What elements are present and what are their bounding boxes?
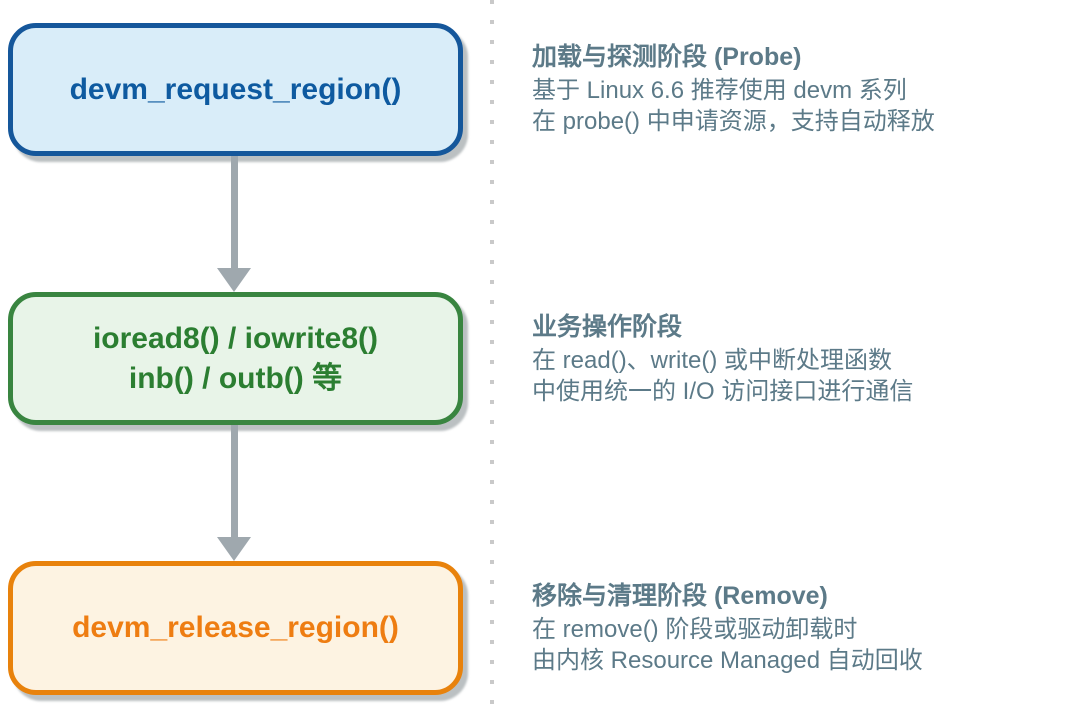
desc-block-remove: 移除与清理阶段 (Remove) 在 remove() 阶段或驱动卸载时 由内核…: [532, 581, 1072, 676]
flow-box-label: ioread8() / iowrite8(): [92, 321, 379, 355]
desc-block-probe: 加载与探测阶段 (Probe) 基于 Linux 6.6 推荐使用 devm 系…: [532, 42, 1072, 137]
arrow-head: [217, 268, 251, 292]
arrow-shaft: [230, 156, 238, 268]
flow-box-label: inb() / outb() 等: [128, 361, 343, 395]
dotted-divider-line: [490, 0, 494, 717]
desc-line: 在 read()、write() 或中断处理函数: [532, 347, 893, 374]
desc-line: 在 probe() 中申请资源，支持自动释放: [532, 108, 935, 135]
desc-line: 基于 Linux 6.6 推荐使用 devm 系列: [532, 77, 907, 104]
desc-title: 移除与清理阶段 (Remove): [532, 582, 828, 610]
flow-box-label: devm_release_region(): [72, 611, 399, 644]
desc-line: 由内核 Resource Managed 自动回收: [532, 647, 923, 674]
arrow-down-icon: [217, 156, 251, 292]
desc-title: 加载与探测阶段 (Probe): [532, 43, 802, 71]
flow-box-label: devm_request_region(): [69, 72, 402, 106]
desc-title: 业务操作阶段: [532, 313, 683, 341]
desc-block-operate: 业务操作阶段 在 read()、write() 或中断处理函数 中使用统一的 I…: [532, 312, 1072, 407]
arrow-down-icon: [217, 425, 251, 561]
desc-line: 中使用统一的 I/O 访问接口进行通信: [532, 378, 914, 405]
flow-box-io-operations: ioread8() / iowrite8() inb() / outb() 等: [8, 292, 463, 425]
flow-box-remove: devm_release_region(): [8, 561, 463, 695]
arrow-head: [217, 537, 251, 561]
desc-line: 在 remove() 阶段或驱动卸载时: [532, 616, 858, 643]
flow-box-probe: devm_request_region(): [8, 23, 463, 156]
arrow-shaft: [230, 425, 238, 537]
